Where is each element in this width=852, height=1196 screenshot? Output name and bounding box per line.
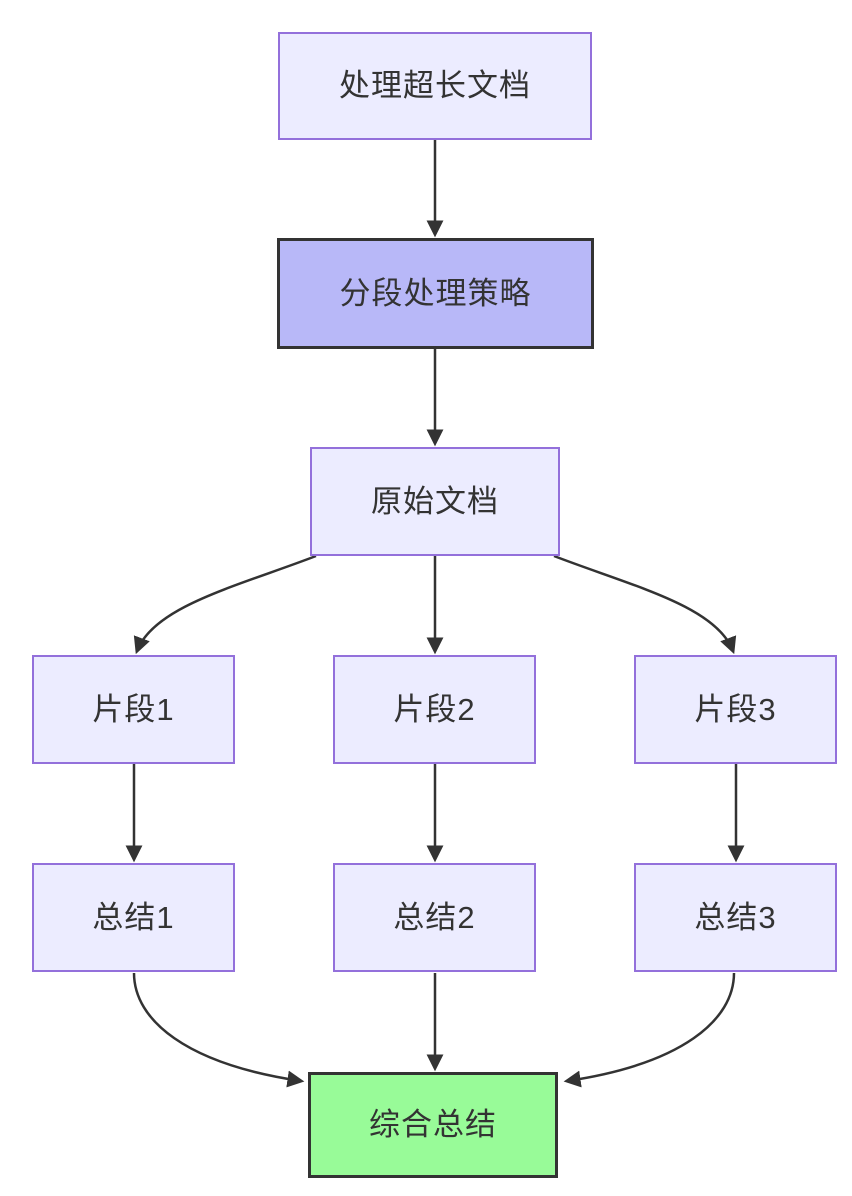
edge-c-d1 [133,554,317,655]
node-label: 片段3 [694,691,777,727]
flowchart-node-final-summary: 综合总结 [308,1072,558,1178]
node-label: 总结1 [92,899,175,935]
flowchart-node-fragment-1: 片段1 [32,655,235,764]
node-label: 综合总结 [369,1107,497,1143]
flowchart-node-summary-2: 总结2 [333,863,536,972]
flowchart-node-process-long-doc: 处理超长文档 [278,32,592,140]
node-label: 处理超长文档 [339,68,531,104]
flowchart-node-summary-1: 总结1 [32,863,235,972]
node-label: 总结3 [694,899,777,935]
flowchart-node-fragment-2: 片段2 [333,655,536,764]
node-label: 总结2 [393,899,476,935]
flowchart-node-summary-3: 总结3 [634,863,837,972]
flowchart-node-fragment-3: 片段3 [634,655,837,764]
edge-c-d3 [553,554,737,655]
node-label: 分段处理策略 [339,275,532,311]
node-label: 原始文档 [371,483,499,519]
flowchart-node-original-document: 原始文档 [310,447,560,556]
node-label: 片段1 [92,691,175,727]
edge-e3-f [563,972,736,1088]
edge-e1-f [132,972,305,1088]
flowchart-node-segmentation-strategy: 分段处理策略 [277,238,594,349]
node-label: 片段2 [393,691,476,727]
